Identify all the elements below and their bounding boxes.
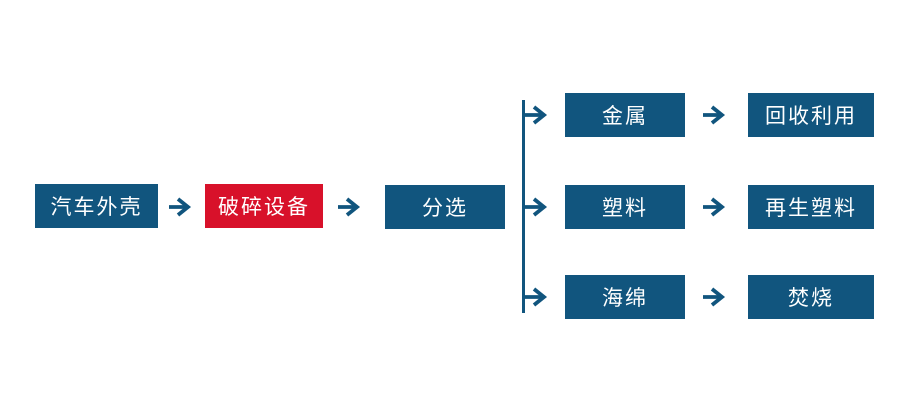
arrow-right-icon xyxy=(703,105,726,125)
node-metal: 金属 xyxy=(565,93,685,137)
node-recycled-plastic: 再生塑料 xyxy=(748,185,874,229)
arrow-right-icon xyxy=(169,197,192,217)
branch-arrow-right-icon xyxy=(524,105,548,125)
arrow-right-icon xyxy=(703,197,726,217)
node-crusher: 破碎设备 xyxy=(205,184,323,228)
node-car-shell: 汽车外壳 xyxy=(35,184,158,228)
branch-arrow-right-icon xyxy=(524,197,548,217)
node-plastic: 塑料 xyxy=(565,185,685,229)
arrow-right-icon xyxy=(703,287,726,307)
node-sponge: 海绵 xyxy=(565,275,685,319)
node-sorting: 分选 xyxy=(385,185,505,229)
node-recycle: 回收利用 xyxy=(748,93,874,137)
branch-connector-line xyxy=(522,100,525,313)
arrow-right-icon xyxy=(338,197,361,217)
node-incineration: 焚烧 xyxy=(748,275,874,319)
branch-arrow-right-icon xyxy=(524,287,548,307)
